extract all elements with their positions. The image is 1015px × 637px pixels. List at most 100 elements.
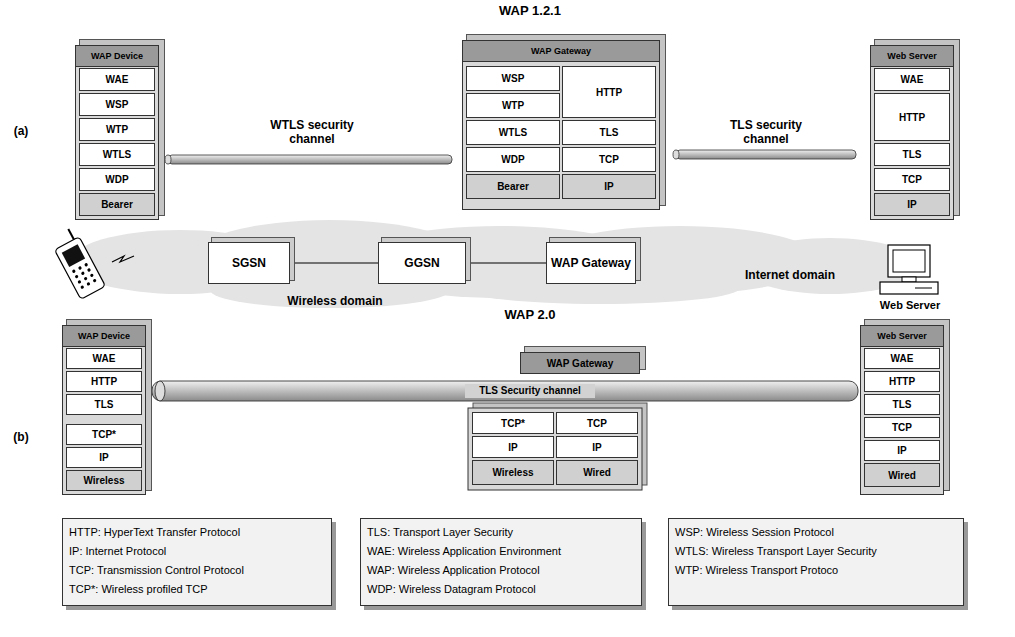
protocol-layer: HTTP: [562, 66, 656, 118]
node-label: Bearer: [101, 199, 133, 210]
network-node: GGSN: [378, 242, 466, 284]
network-node: SGSN: [208, 242, 290, 284]
protocol-layer: WDP: [466, 147, 560, 172]
protocol-layer: IP: [864, 440, 940, 461]
node-label: TCP*: [501, 418, 525, 429]
node-label: WAP Gateway: [463, 41, 659, 62]
node-label: IP: [897, 445, 906, 456]
protocol-layer: WAE: [874, 68, 950, 91]
node-label: WTP: [502, 100, 524, 111]
protocol-layer: IP: [556, 436, 638, 458]
node-label: IP: [592, 442, 601, 453]
protocol-layer: WSP: [466, 66, 560, 91]
mobile-phone: [49, 226, 106, 299]
node-label: TLS: [903, 149, 922, 160]
channel-label: TLS security channel: [716, 118, 816, 146]
protocol-stack: Web ServerWAEHTTPTLSTCPIPWired: [860, 325, 944, 495]
protocol-layer: TCP: [556, 412, 638, 434]
protocol-layer: WAE: [79, 68, 155, 91]
protocol-layer: TCP: [562, 147, 656, 172]
node-label: Wireless: [492, 467, 533, 478]
computer: [880, 245, 938, 294]
protocol-layer: TCP*: [66, 424, 142, 445]
link-layer: IP: [562, 174, 656, 199]
abbreviation-text: WTP: Wireless Transport Protoco: [675, 561, 957, 580]
protocol-stack: WAP GatewayWSP WTP WTLS WDP Bearer HTTP TLS TCP…: [462, 40, 660, 210]
node-label: HTTP: [596, 87, 622, 98]
channel-label: WTLS security channel: [262, 118, 362, 146]
protocol-layer: TLS: [874, 143, 950, 166]
tube-wtls: [165, 155, 452, 164]
node-label: IP: [99, 452, 108, 463]
abbreviation-text: WAE: Wireless Application Environment: [367, 542, 635, 561]
node-label: WAE: [901, 74, 924, 85]
node-label: Web Server: [871, 46, 953, 67]
abbreviation-text: WAP: Wireless Application Protocol: [367, 561, 635, 580]
node-label: IP: [907, 199, 916, 210]
link-layer: Wireless: [472, 460, 554, 485]
abbreviation-box: WSP: Wireless Session ProtocolWTLS: Wire…: [668, 518, 964, 606]
network-node: WAP Gateway: [546, 242, 636, 284]
node-label: TLS: [893, 399, 912, 410]
domain-label: Wireless domain: [260, 294, 410, 308]
title-label: WAP 1.2.1: [430, 4, 630, 18]
protocol-layer: TLS: [864, 394, 940, 415]
abbreviation-text: TCP: Transmission Control Protocol: [69, 561, 325, 580]
node-label: Wired: [583, 467, 611, 478]
node-label: WAE: [891, 353, 914, 364]
abbreviation-text: WSP: Wireless Session Protocol: [675, 523, 957, 542]
link-layer: Wired: [864, 463, 940, 487]
node-label: TCP: [892, 422, 912, 433]
node-label: Bearer: [497, 181, 529, 192]
node-label: WSP: [502, 73, 525, 84]
protocol-layer: TCP*: [472, 412, 554, 434]
node-label: WTP: [106, 124, 128, 135]
node-label: WSP: [106, 99, 129, 110]
node-label: TCP: [599, 154, 619, 165]
protocol-layer: WTLS: [466, 120, 560, 145]
network-link: [290, 262, 378, 263]
protocol-layer: WAE: [66, 348, 142, 369]
node-label: TLS: [600, 127, 619, 138]
abbreviation-text: WDP: Wireless Datagram Protocol: [367, 580, 635, 599]
node-label: WTLS: [499, 127, 527, 138]
channel-label: TLS Security channel: [465, 384, 595, 398]
node-label: Web Server: [861, 326, 943, 347]
protocol-layer: HTTP: [66, 371, 142, 392]
node-label: WAP Device: [63, 326, 145, 347]
protocol-layer: TLS: [66, 394, 142, 415]
tag-label: (b): [6, 430, 36, 444]
abbreviation-text: TCP*: Wireless profiled TCP: [69, 580, 325, 599]
abbreviation-box: HTTP: HyperText Transfer ProtocolIP: Int…: [62, 518, 332, 606]
protocol-layer: IP: [66, 447, 142, 468]
node-label: HTTP: [899, 112, 925, 123]
node-label: GGSN: [404, 256, 439, 270]
protocol-layer: WTP: [466, 93, 560, 118]
abbreviation-text: IP: Internet Protocol: [69, 542, 325, 561]
title-label: WAP 2.0: [430, 308, 630, 322]
protocol-layer: IP: [472, 436, 554, 458]
node-label: HTTP: [91, 376, 117, 387]
node-label: TLS: [95, 399, 114, 410]
network-link: [466, 262, 546, 263]
protocol-layer: WAE: [864, 348, 940, 369]
gateway-stack-frame: [468, 403, 647, 490]
protocol-stack: WAP DeviceWAEWSPWTPWTLSWDPBearer: [75, 45, 159, 220]
protocol-layer: TCP: [864, 417, 940, 438]
caption-label: Web Server: [860, 298, 960, 312]
tube-tls: [673, 150, 856, 159]
link-layer: IP: [874, 193, 950, 216]
cloud: [70, 220, 920, 308]
node-label: Wired: [888, 470, 916, 481]
node-label: WTLS: [103, 149, 131, 160]
node-label: WAE: [106, 74, 129, 85]
protocol-layer: TCP: [874, 168, 950, 191]
protocol-layer: WDP: [79, 168, 155, 191]
radio-link: [112, 256, 134, 262]
tag-label: (a): [6, 124, 36, 138]
node-label: TCP: [587, 418, 607, 429]
protocol-layer: WTP: [79, 118, 155, 141]
node-label: WAP Gateway: [551, 256, 631, 270]
